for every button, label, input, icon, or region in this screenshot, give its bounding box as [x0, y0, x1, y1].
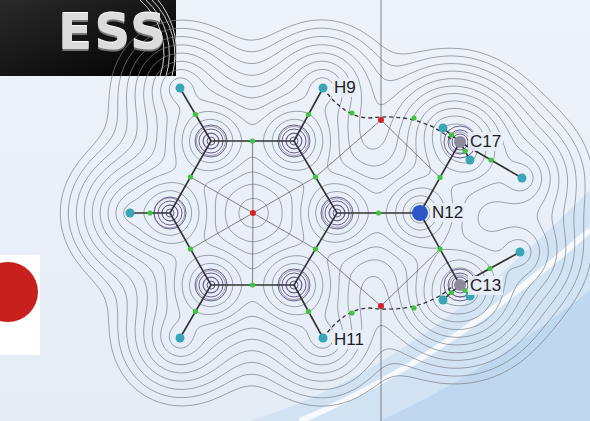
bond-path	[420, 213, 460, 285]
hydrogen-atom	[319, 84, 328, 93]
gradient-path	[191, 177, 254, 213]
bond-critical-point	[349, 110, 354, 115]
ring-critical-point	[378, 303, 384, 309]
gradient-path	[316, 249, 382, 306]
bond-path	[294, 213, 337, 285]
hydrogen-atom	[518, 174, 527, 183]
density-contour	[108, 70, 541, 357]
carbon-atom	[454, 136, 466, 148]
gradient-path	[381, 306, 382, 421]
bond-critical-point	[250, 138, 255, 143]
atom-label: H9	[332, 78, 358, 97]
logo-box	[0, 0, 176, 76]
hydrogen-atom	[319, 334, 328, 343]
hydrogen-atom	[439, 124, 448, 133]
bond-path	[170, 213, 211, 285]
bond-critical-point	[250, 282, 255, 287]
bond-critical-point	[188, 246, 193, 251]
hydrogen-atom	[126, 209, 135, 218]
bond-critical-point	[411, 305, 416, 310]
logo-circle	[0, 262, 38, 322]
hydrogen-atom	[466, 156, 475, 165]
atom-label: N12	[430, 203, 465, 222]
density-contour	[92, 53, 559, 373]
bond-path	[294, 141, 337, 213]
bond-critical-point	[437, 175, 442, 180]
bond-critical-point	[188, 174, 193, 179]
ring-critical-point	[378, 117, 384, 123]
density-contour	[100, 61, 550, 365]
density-contour	[84, 45, 567, 381]
gradient-path	[381, 249, 440, 306]
bond-critical-point	[488, 157, 493, 162]
density-contour	[124, 86, 525, 340]
gradient-path	[252, 141, 254, 213]
gradient-path	[316, 120, 382, 177]
bond-path	[180, 285, 211, 338]
hydrogen-atom	[176, 334, 185, 343]
density-contour	[60, 20, 590, 406]
bond-path	[180, 88, 211, 141]
bond-critical-point	[193, 309, 198, 314]
density-contour	[116, 78, 533, 348]
bond-critical-point	[462, 148, 467, 153]
bond-path	[294, 285, 323, 338]
bond-critical-point	[306, 112, 311, 117]
density-contour	[171, 140, 463, 288]
bond-critical-point	[376, 210, 381, 215]
bond-critical-point	[437, 246, 442, 251]
bond-critical-point	[449, 132, 454, 137]
gradient-path	[253, 213, 316, 249]
hydrogen-atom	[439, 296, 448, 305]
hydrogen-atom	[516, 248, 525, 257]
bond-path	[294, 88, 323, 141]
gradient-path	[253, 177, 316, 213]
bond-critical-point	[306, 309, 311, 314]
ring-critical-point	[250, 210, 256, 216]
hydrogen-atom	[176, 84, 185, 93]
density-contour	[76, 37, 576, 390]
gradient-path	[252, 213, 254, 285]
gradient-path	[381, 120, 440, 178]
bond-critical-point	[349, 310, 354, 315]
density-contour	[68, 28, 585, 398]
density-contour	[144, 116, 487, 314]
atom-label: H11	[332, 330, 366, 349]
bond-critical-point	[193, 112, 198, 117]
atom-label: C17	[468, 132, 503, 151]
bond-critical-point	[313, 174, 318, 179]
gradient-path	[381, 0, 382, 120]
bond-critical-point	[487, 266, 492, 271]
bond-critical-point	[147, 210, 152, 215]
nitrogen-atom	[412, 205, 428, 221]
density-contour	[154, 124, 479, 306]
bond-critical-point	[313, 246, 318, 251]
logo-text: ESS	[58, 6, 168, 58]
bond-critical-point	[449, 290, 454, 295]
carbon-atom	[454, 279, 466, 291]
atom-label: C13	[468, 276, 503, 295]
bond-critical-point	[411, 115, 416, 120]
bond-path	[170, 141, 211, 213]
gradient-path	[191, 213, 254, 249]
